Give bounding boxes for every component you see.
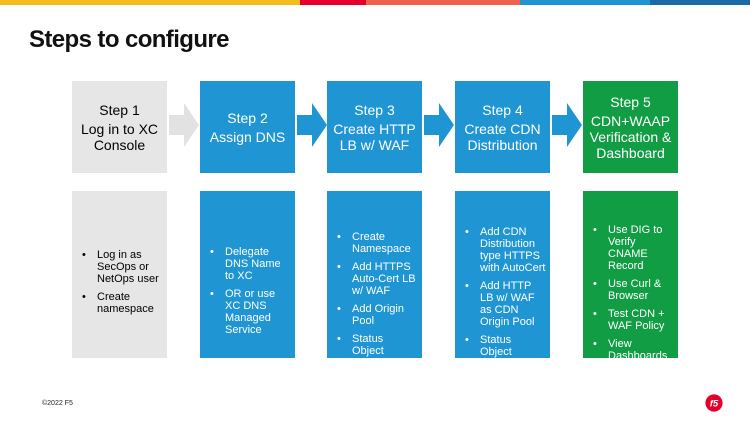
bullet-list: Add CDN Distribution type HTTPS with Aut…: [465, 226, 546, 364]
step-title: CDN+WAAP Verification & Dashboard: [589, 112, 672, 161]
step-title: Log in to XC Console: [80, 120, 159, 153]
step-2-details: Delegate DNS Name to XC OR or use XC DNS…: [200, 191, 295, 358]
step-number: Step 5: [610, 93, 651, 110]
arrow-shape: [297, 103, 327, 147]
f5-logo-icon: f5: [705, 394, 723, 412]
bullet-item: Test CDN + WAF Policy: [593, 308, 674, 332]
bullet-item: Add HTTPS Auto-Cert LB w/ WAF: [337, 261, 418, 297]
top-bar-segment: [650, 0, 750, 5]
step-4-details: Add CDN Distribution type HTTPS with Aut…: [455, 191, 550, 358]
top-bar-segment: [160, 0, 300, 5]
bullet-list: Delegate DNS Name to XC OR or use XC DNS…: [210, 246, 291, 342]
step-1-details: Log in as SecOps or NetOps user Create n…: [72, 191, 167, 358]
step-3-details: Create Namespace Add HTTPS Auto-Cert LB …: [327, 191, 422, 358]
step-3-box: Step 3 Create HTTP LB w/ WAF: [327, 81, 422, 173]
bullet-item: Use DIG to Verify CNAME Record: [593, 224, 674, 272]
bullet-item: View Dashboards: [593, 338, 674, 362]
top-bar-segment: [300, 0, 366, 5]
bullet-item: OR or use XC DNS Managed Service: [210, 288, 291, 336]
arrow-shape: [552, 103, 582, 147]
step-title: Create HTTP LB w/ WAF: [333, 120, 416, 153]
step-5-details: Use DIG to Verify CNAME Record Use Curl …: [583, 191, 678, 362]
bullet-list: Create Namespace Add HTTPS Auto-Cert LB …: [337, 231, 418, 363]
bullet-item: Delegate DNS Name to XC: [210, 246, 291, 282]
bullet-item: Status Object: [337, 333, 418, 357]
bullet-item: Add CDN Distribution type HTTPS with Aut…: [465, 226, 546, 274]
step-number: Step 2: [227, 109, 268, 126]
top-bar-segment: [366, 0, 520, 5]
step-number: Step 3: [354, 101, 395, 118]
bullet-item: Add HTTP LB w/ WAF as CDN Origin Pool: [465, 280, 546, 328]
arrow-right-icon: [424, 103, 454, 147]
arrow-right-icon: [297, 103, 327, 147]
bullet-item: Status Object: [465, 334, 546, 358]
copyright-text: ©2022 F5: [42, 400, 73, 407]
step-4-box: Step 4 Create CDN Distribution: [455, 81, 550, 173]
bullet-item: Create namespace: [82, 291, 163, 315]
step-number: Step 4: [482, 101, 523, 118]
step-1-box: Step 1 Log in to XC Console: [72, 81, 167, 173]
arrow-shape: [424, 103, 454, 147]
top-bar-segment: [520, 0, 650, 5]
bullet-item: Use Curl & Browser: [593, 278, 674, 302]
step-5-box: Step 5 CDN+WAAP Verification & Dashboard: [583, 81, 678, 173]
arrow-shape: [169, 103, 199, 147]
logo-text: f5: [710, 398, 719, 409]
top-color-bar: [0, 0, 750, 5]
bullet-list: Log in as SecOps or NetOps user Create n…: [82, 249, 163, 321]
step-2-box: Step 2 Assign DNS: [200, 81, 295, 173]
bullet-list: Use DIG to Verify CNAME Record Use Curl …: [593, 224, 674, 368]
logo-circle: [705, 394, 723, 412]
step-number: Step 1: [99, 101, 140, 118]
step-title: Create CDN Distribution: [464, 120, 541, 153]
bullet-item: Add Origin Pool: [337, 303, 418, 327]
arrow-right-icon: [552, 103, 582, 147]
step-title: Assign DNS: [209, 128, 286, 145]
top-bar-segment: [0, 0, 160, 5]
bullet-item: Create Namespace: [337, 231, 418, 255]
arrow-right-icon: [169, 103, 199, 147]
slide-title: Steps to configure: [29, 26, 229, 53]
bullet-item: Log in as SecOps or NetOps user: [82, 249, 163, 285]
